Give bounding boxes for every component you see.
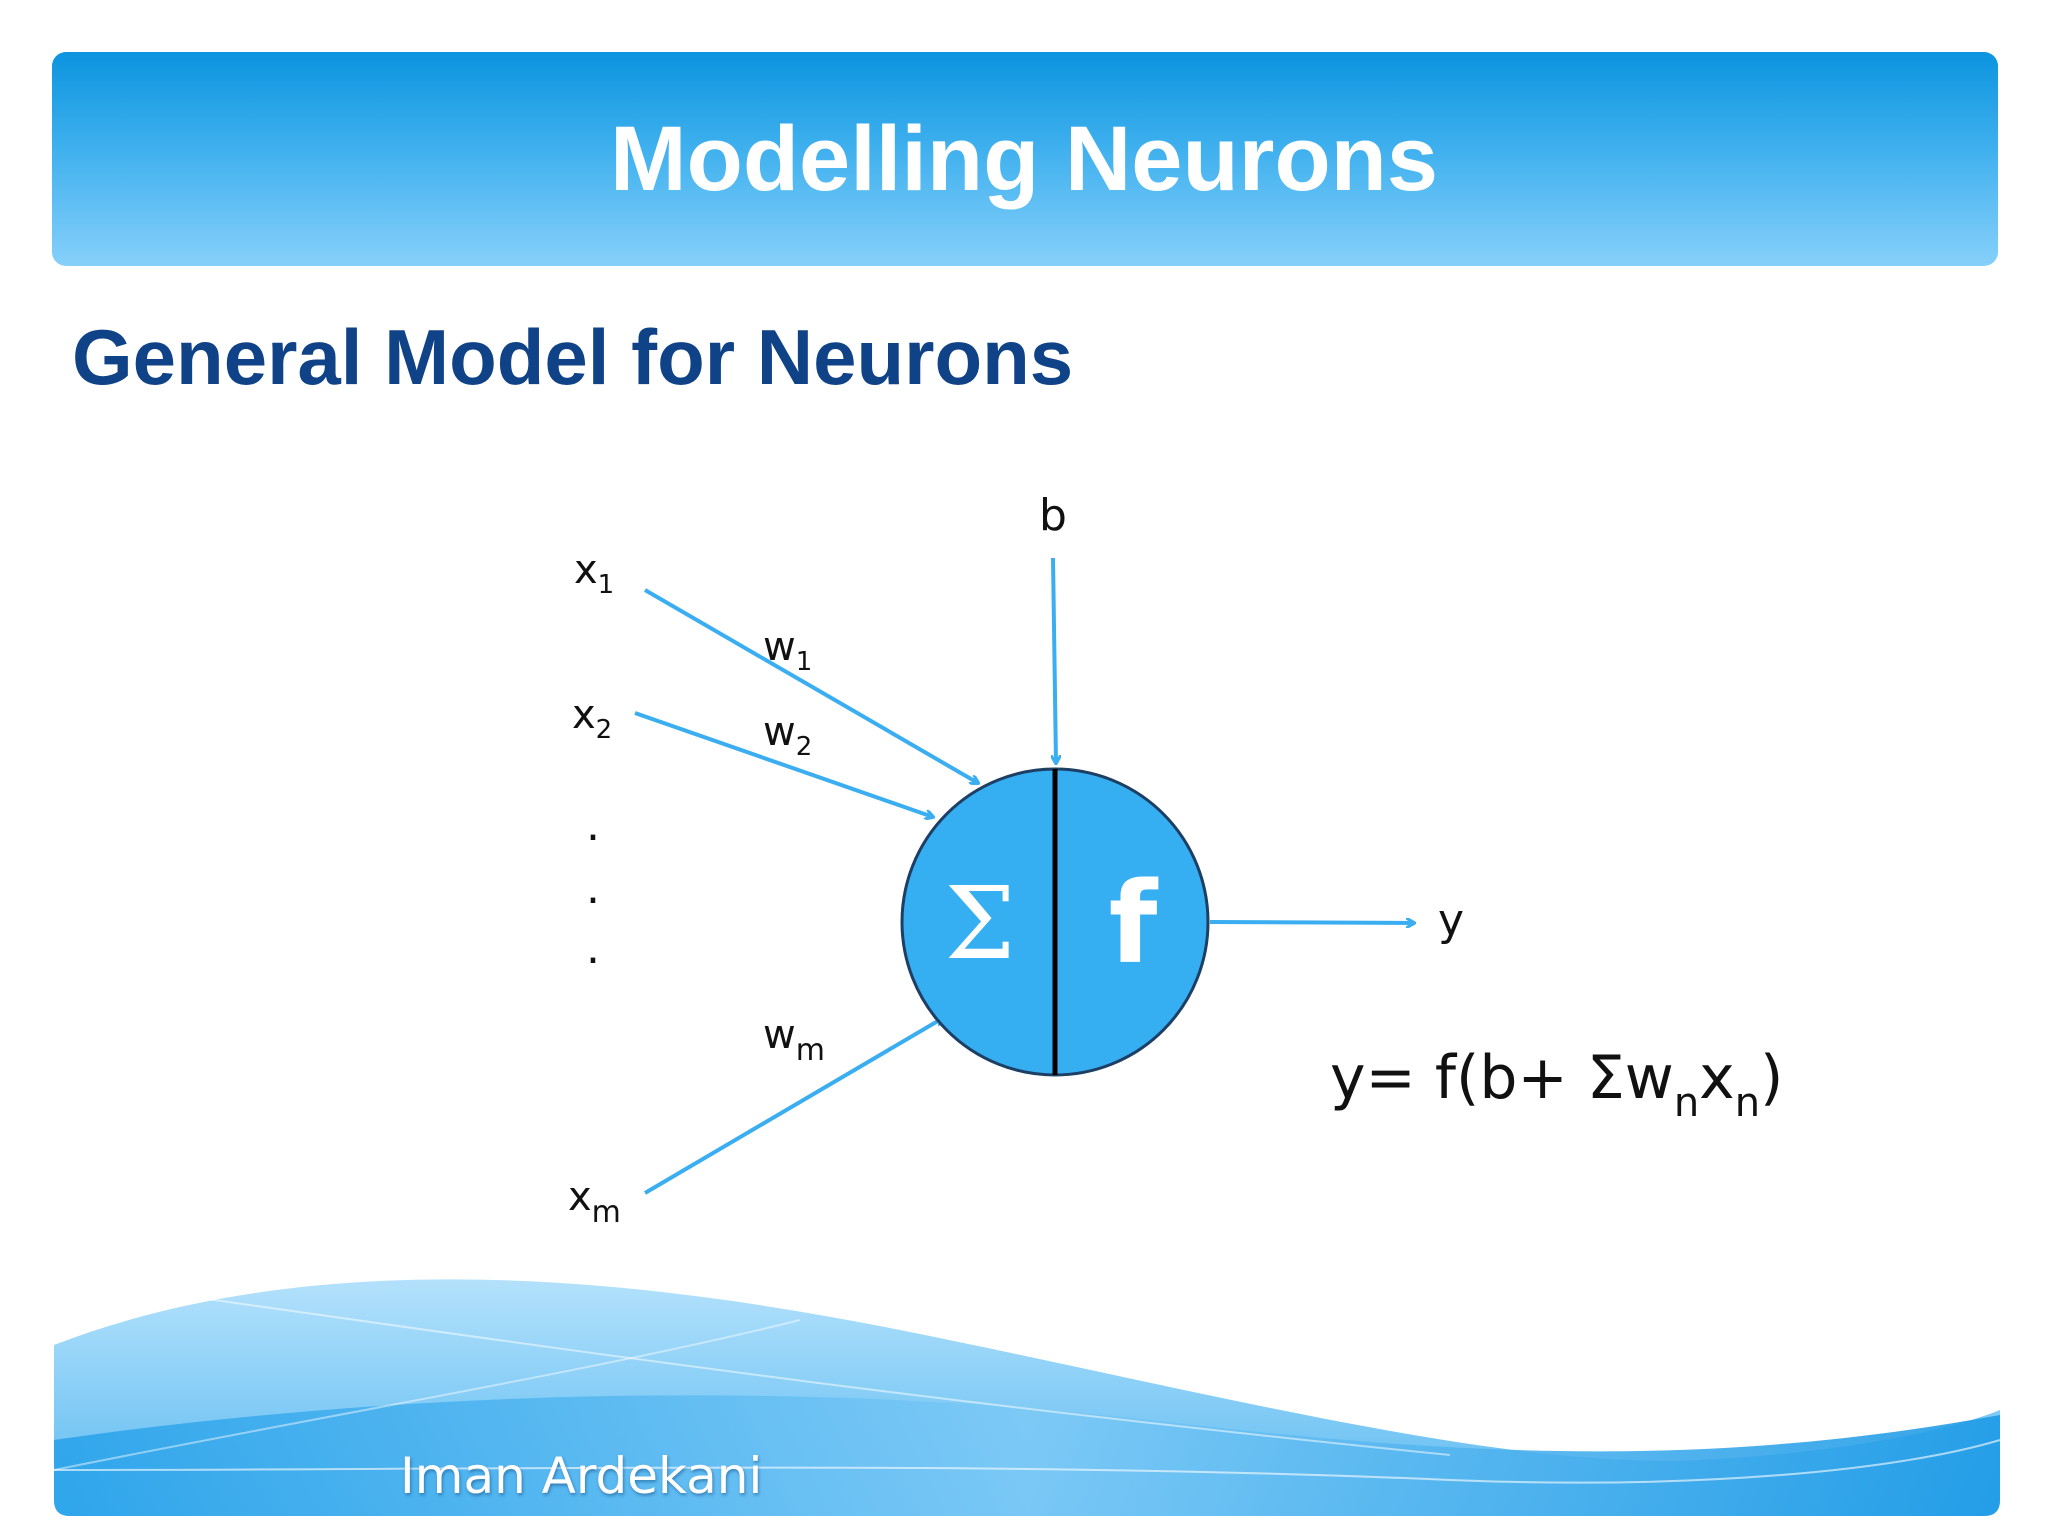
arrow-x2 <box>634 711 933 817</box>
weight-label-w1: w1 <box>763 624 812 677</box>
author-name: Iman Ardekani <box>400 1447 763 1505</box>
ellipsis-dot-3: . <box>586 923 600 974</box>
weight-label-wm: wm <box>763 1012 825 1068</box>
ellipsis-dot-1: . <box>586 800 600 851</box>
slide-subtitle: General Model for Neurons <box>72 313 1074 401</box>
input-label-x1: x1 <box>574 547 614 600</box>
slide-title: Modelling Neurons <box>610 108 1438 210</box>
neuron-formula: y= f(b+ Σwnxn) <box>1330 1043 1783 1126</box>
bias-label: b <box>1039 490 1067 541</box>
title-bar <box>52 52 1998 266</box>
arrow-bias <box>1053 557 1056 763</box>
input-label-xm: xm <box>568 1174 621 1230</box>
arrow-x1 <box>643 588 978 783</box>
ellipsis-dot-2: . <box>586 863 600 914</box>
arrow-output <box>1209 922 1414 923</box>
activation-symbol: f <box>1109 859 1159 989</box>
output-label: y <box>1438 895 1464 946</box>
arrow-xm <box>643 1018 943 1195</box>
weight-label-w2: w2 <box>763 709 812 762</box>
sum-symbol: Σ <box>945 865 1016 982</box>
input-label-x2: x2 <box>572 692 612 745</box>
